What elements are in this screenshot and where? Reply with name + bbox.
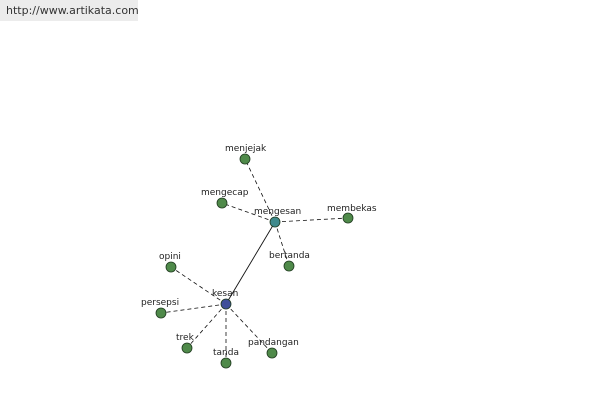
edge-kesan-trek: [186, 303, 227, 349]
edges-layer: [160, 158, 349, 363]
node-label-trek: trek: [176, 333, 195, 343]
node-menjejak[interactable]: [239, 153, 251, 165]
node-label-pandangan: pandangan: [248, 338, 299, 348]
node-label-kesan: kesan: [212, 289, 238, 299]
edge-mengesan-bertanda: [274, 221, 290, 267]
node-label-mengecap: mengecap: [201, 188, 249, 198]
node-label-membekas: membekas: [327, 204, 377, 214]
node-membekas[interactable]: [342, 212, 354, 224]
node-kesan[interactable]: [220, 298, 232, 310]
labels-layer: kesan mengesan menjejak mengecap membekas ber…: [141, 144, 377, 358]
edge-kesan-mengesan: [225, 221, 276, 305]
nodes-layer: [155, 153, 354, 369]
node-label-opini: opini: [159, 252, 181, 262]
edge-mengesan-membekas: [274, 217, 349, 223]
node-label-menjejak: menjejak: [225, 144, 267, 154]
node-mengesan[interactable]: [269, 216, 281, 228]
edge-kesan-persepsi: [160, 303, 227, 314]
edge-mengesan-menjejak: [244, 158, 276, 223]
source-url[interactable]: http://www.artikata.com: [0, 0, 138, 21]
node-label-mengesan: mengesan: [254, 207, 301, 217]
edge-kesan-pandangan: [225, 303, 273, 354]
node-opini[interactable]: [165, 261, 177, 273]
node-pandangan[interactable]: [266, 347, 278, 359]
edge-mengesan-mengecap: [221, 202, 276, 223]
node-label-tanda: tanda: [213, 348, 239, 358]
node-label-persepsi: persepsi: [141, 298, 179, 308]
node-mengecap[interactable]: [216, 197, 228, 209]
node-persepsi[interactable]: [155, 307, 167, 319]
node-trek[interactable]: [181, 342, 193, 354]
node-label-bertanda: bertanda: [269, 251, 310, 261]
node-tanda[interactable]: [220, 357, 232, 369]
node-bertanda[interactable]: [283, 260, 295, 272]
